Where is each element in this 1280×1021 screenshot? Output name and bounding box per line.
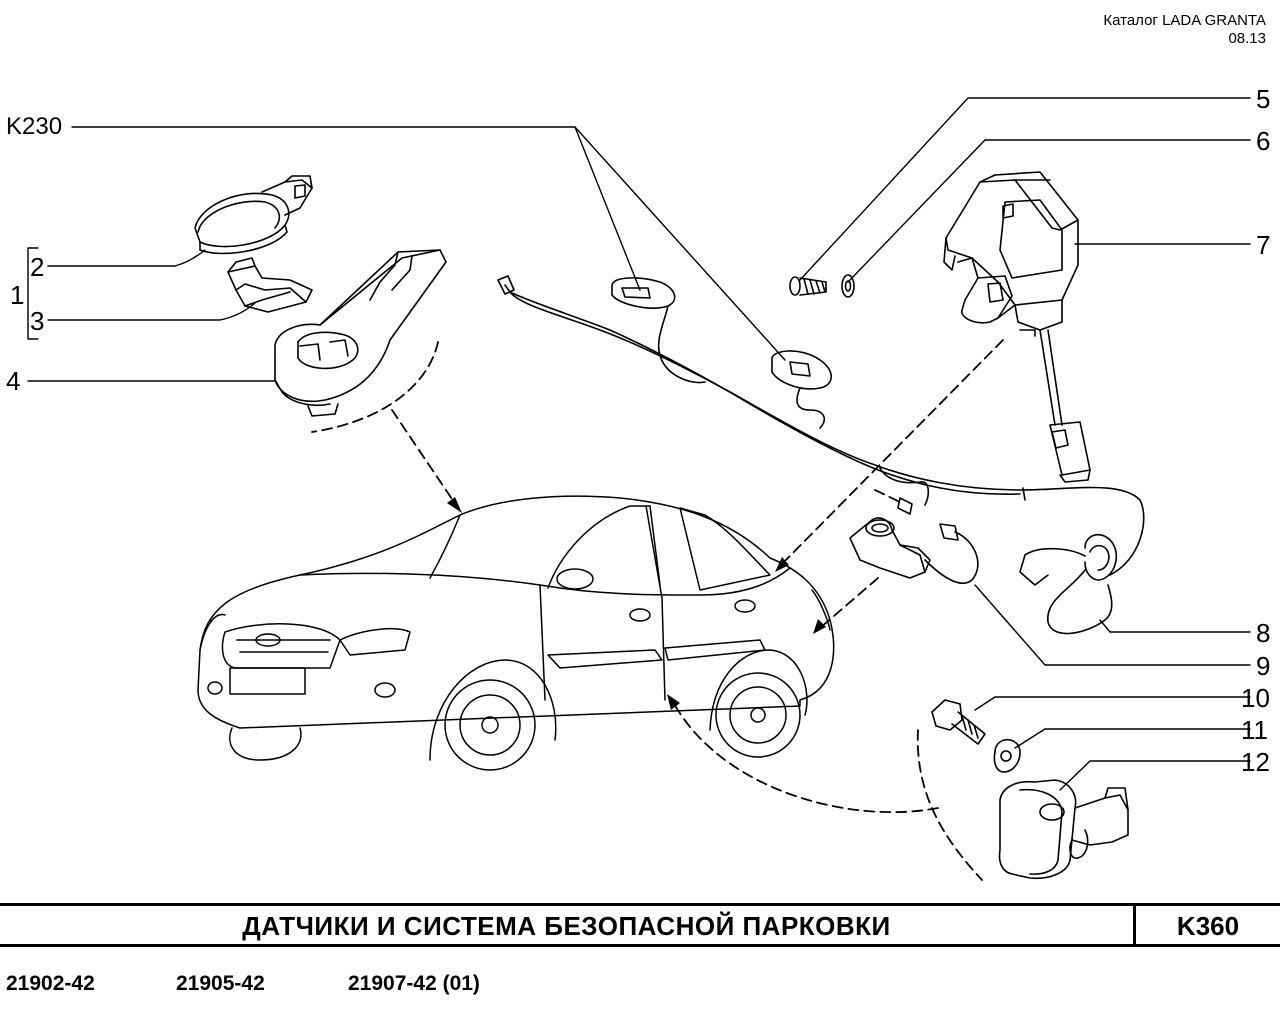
bracket-clip-part: [227, 257, 313, 313]
callout-1: 1: [10, 280, 25, 310]
knock-sensor-part: [998, 779, 1129, 880]
callout-7: 7: [1256, 230, 1271, 260]
model-code-2: 21905-42: [176, 972, 265, 995]
section-code: K360: [1176, 911, 1240, 941]
arrow-heads: [447, 497, 826, 710]
callout-8: 8: [1256, 618, 1271, 648]
model-code-1: 21902-42: [6, 972, 95, 995]
callout-6: 6: [1256, 126, 1271, 156]
callout-2: 2: [30, 252, 45, 282]
car-outline: [197, 495, 835, 771]
callout-k230: K230: [6, 113, 63, 140]
callout-12: 12: [1241, 747, 1270, 777]
title-band: ДАТЧИКИ И СИСТЕМА БЕЗОПАСНОЙ ПАРКОВКИ K3…: [0, 903, 1280, 947]
model-code-3: 21907-42 (01): [348, 972, 480, 995]
rain-sensor-part: [849, 517, 979, 584]
leader-lines: [27, 97, 1251, 791]
dashed-guides: [311, 339, 1004, 881]
parts-diagram: [27, 97, 1251, 881]
callout-3: 3: [30, 306, 45, 336]
callout-11: 11: [1241, 715, 1268, 745]
screw-part: [789, 276, 827, 296]
washer-part: [841, 274, 855, 298]
bolt-part: [931, 699, 986, 745]
catalog-title: Каталог LADA GRANTA: [1103, 12, 1266, 29]
callout-10: 10: [1241, 683, 1270, 713]
callout-4: 4: [6, 366, 21, 396]
control-unit-part: [943, 171, 1091, 483]
diagram-title: ДАТЧИКИ И СИСТЕМА БЕЗОПАСНОЙ ПАРКОВКИ: [242, 911, 891, 941]
catalog-header: Каталог LADA GRANTA 08.13: [1103, 12, 1266, 48]
title-separator: [1133, 906, 1136, 944]
sensor-cap-part: [194, 175, 313, 255]
lock-washer-part: [993, 738, 1021, 773]
callout-9: 9: [1256, 651, 1271, 681]
callout-5: 5: [1256, 84, 1271, 114]
mirror-mount-part: [274, 249, 447, 417]
wiring-harness: [497, 275, 1145, 635]
catalog-date: 08.13: [1228, 30, 1266, 47]
